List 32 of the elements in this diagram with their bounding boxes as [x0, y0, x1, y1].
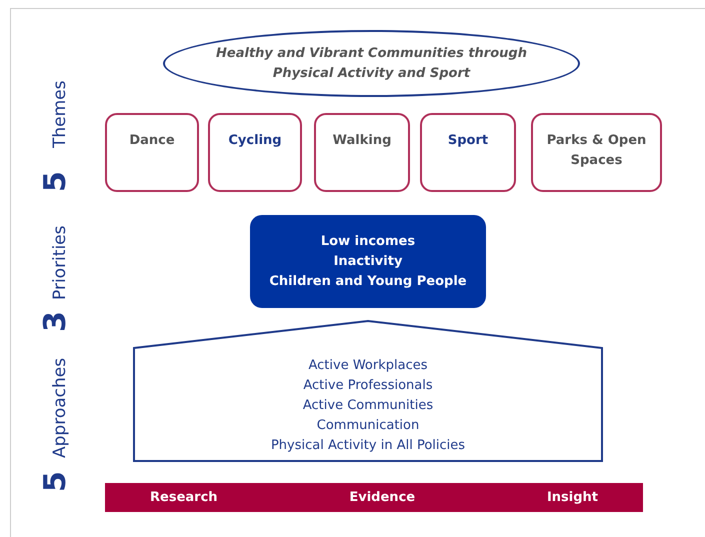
theme-box	[420, 113, 516, 192]
priorities-box	[250, 215, 486, 308]
section-number: 3	[41, 311, 71, 332]
approach-text: Active Professionals	[303, 377, 433, 395]
approach-text: Active Communities	[302, 397, 434, 415]
approaches-house	[133, 320, 603, 462]
section-heading: Approaches	[52, 358, 68, 458]
theme-text: Walking	[332, 132, 392, 150]
foundation-text: Research	[150, 488, 218, 506]
approach-text: Active Workplaces	[308, 357, 428, 375]
theme-box	[105, 113, 199, 192]
foundation-text: Insight	[546, 488, 598, 506]
theme-text: Cycling	[228, 132, 282, 150]
theme-text: Sport	[448, 132, 488, 150]
vision-ellipse	[163, 30, 580, 97]
priority-text: Children and Young People	[269, 272, 467, 290]
approach-text: Communication	[316, 417, 420, 435]
section-number: 5	[41, 471, 71, 492]
theme-text: Dance	[129, 132, 175, 150]
section-number: 5	[41, 171, 71, 192]
vision-text: Healthy and Vibrant Communities through Physical Activity and Sport	[215, 44, 528, 82]
section-heading: Themes	[52, 80, 68, 148]
section-heading: Priorities	[52, 226, 68, 300]
theme-box	[314, 113, 410, 192]
theme-box	[531, 113, 662, 192]
foundation-text: Evidence	[349, 488, 416, 506]
theme-box	[208, 113, 302, 192]
theme-text: Parks & Open Spaces	[546, 132, 648, 170]
priority-text: Low incomes	[320, 232, 416, 250]
foundation-bar	[105, 483, 643, 512]
approach-text: Physical Activity in All Policies	[270, 437, 466, 455]
priority-text: Inactivity	[334, 252, 402, 270]
